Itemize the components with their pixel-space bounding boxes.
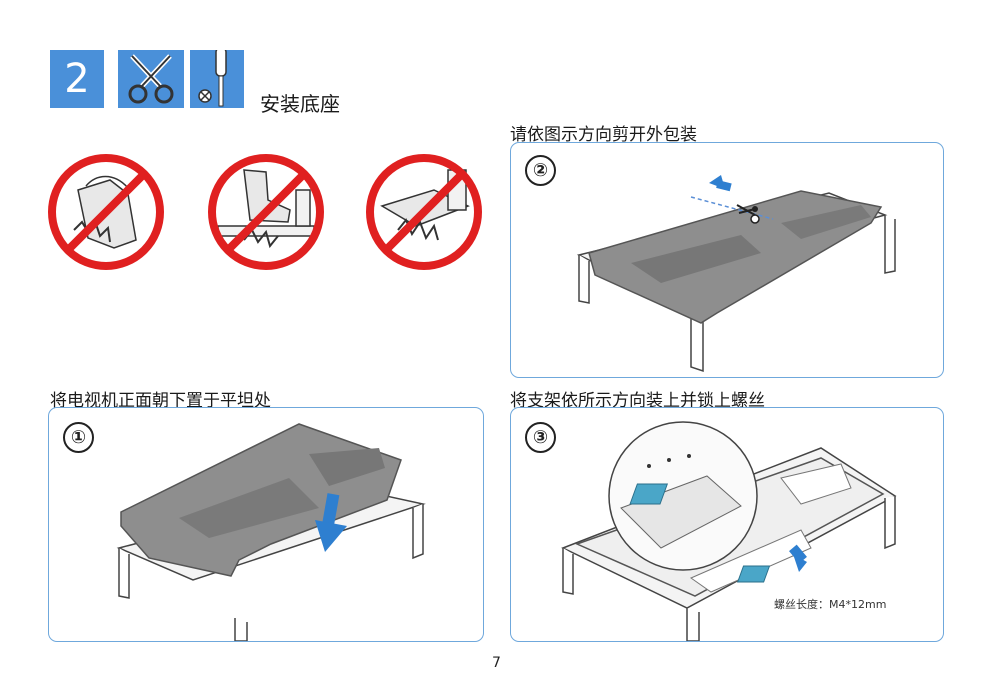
step-3-number: ③: [525, 422, 556, 453]
step-3-illustration: [561, 421, 897, 641]
screw-spec-label: 螺丝长度：M4*12mm: [774, 598, 887, 611]
screwdriver-icon: [190, 47, 244, 108]
step-1-number: ①: [63, 422, 94, 453]
step-1-panel: ①: [48, 407, 484, 642]
step-2-caption: 请依图示方向剪开外包装: [510, 125, 697, 145]
step-1-caption: 将电视机正面朝下置于平坦处: [50, 391, 271, 411]
step-number-badge: 2: [50, 50, 104, 108]
step-2-illustration: [576, 175, 896, 373]
step-3-panel: ③: [510, 407, 944, 642]
page-title: 安装底座: [260, 92, 340, 116]
no-foot-step-icon: [204, 150, 328, 274]
step-2-number: ②: [525, 155, 556, 186]
step-3-caption: 将支架依所示方向装上并锁上螺丝: [510, 391, 765, 411]
no-hand-press-icon: [44, 150, 168, 274]
step-1-illustration: [116, 423, 426, 641]
step-2-panel: ②: [510, 142, 944, 378]
page-number: 7: [492, 655, 501, 671]
no-drop-icon: [362, 150, 486, 274]
scissors-icon: [118, 50, 184, 108]
